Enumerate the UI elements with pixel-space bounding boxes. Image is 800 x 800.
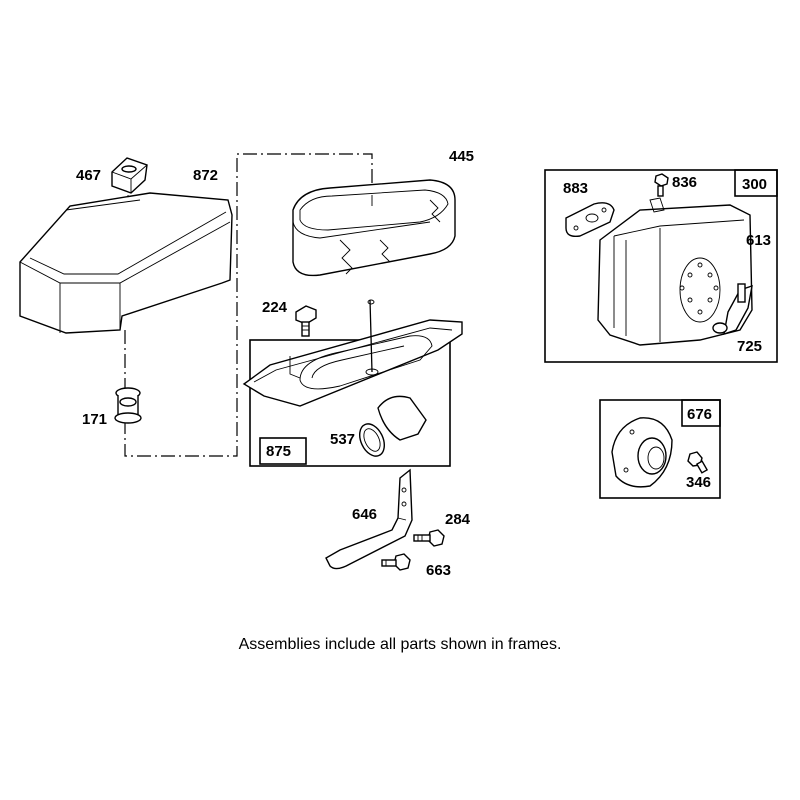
label-676: 676: [687, 406, 712, 423]
part-836-screw: [654, 173, 669, 197]
label-875: 875: [266, 443, 291, 460]
label-224: 224: [262, 299, 288, 316]
frame-875: [249, 339, 451, 467]
frame-300-label-box: [734, 169, 778, 197]
part-676-deflector: [611, 417, 673, 488]
label-537: 537: [330, 431, 355, 448]
part-663-screw: [381, 553, 411, 571]
label-346: 346: [686, 474, 711, 491]
part-537-gasket: [359, 395, 427, 457]
part-646-bracket: [325, 468, 413, 570]
part-base: [242, 299, 463, 407]
part-300-muffler: [597, 197, 753, 346]
frame-300: [544, 169, 778, 363]
label-171: 171: [82, 411, 107, 428]
part-872-cover: [19, 192, 233, 334]
label-836: 836: [672, 174, 697, 191]
label-613: 613: [746, 232, 771, 249]
caption: Assemblies include all parts shown in fr…: [238, 636, 562, 653]
part-725-bracket: [712, 283, 753, 336]
frame-676: [599, 399, 721, 499]
part-171-grommet: [114, 387, 142, 424]
part-346-screw: [687, 451, 709, 474]
label-284: 284: [445, 511, 471, 528]
part-224-screw: [295, 305, 317, 337]
frame-676-label-box: [681, 399, 721, 427]
part-445-filter: [292, 179, 456, 277]
label-445: 445: [449, 148, 474, 165]
label-467: 467: [76, 167, 101, 184]
label-663: 663: [426, 562, 451, 579]
label-883: 883: [563, 180, 588, 197]
frame-875-label-box: [259, 437, 307, 465]
label-646: 646: [352, 506, 377, 523]
part-284-screw: [413, 529, 445, 547]
routing-line: [124, 153, 373, 457]
part-883-gasket: [565, 202, 615, 238]
label-300: 300: [742, 176, 767, 193]
label-725: 725: [737, 338, 762, 355]
label-872: 872: [193, 167, 218, 184]
